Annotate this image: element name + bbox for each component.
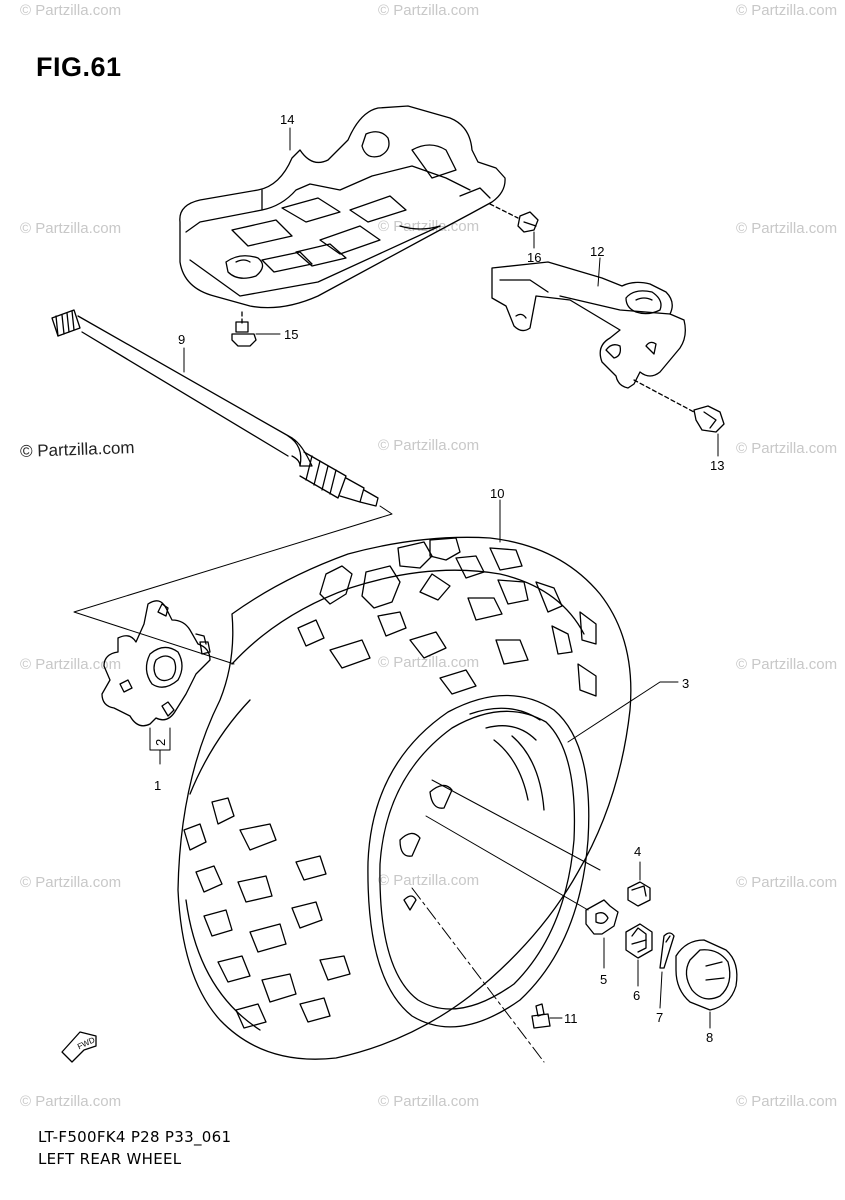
callout-12: 12 bbox=[590, 244, 604, 259]
callout-bracket-1-2 bbox=[149, 727, 171, 765]
watermark: © Partzilla.com bbox=[736, 1093, 838, 1110]
callout-14: 14 bbox=[280, 112, 294, 127]
bolt-13-part bbox=[633, 379, 725, 433]
watermark: © Partzilla.com bbox=[736, 656, 838, 673]
skid-plate-part bbox=[179, 105, 506, 309]
fwd-arrow-icon: FWD bbox=[61, 1031, 97, 1063]
bolt-15-part bbox=[231, 311, 257, 347]
guide-lines bbox=[73, 505, 601, 1063]
callout-6: 6 bbox=[633, 988, 640, 1003]
watermark: © Partzilla.com bbox=[378, 1093, 480, 1110]
rim-part bbox=[367, 694, 590, 1028]
callout-4: 4 bbox=[634, 844, 641, 859]
watermark: © Partzilla.com bbox=[736, 874, 838, 891]
watermark: © Partzilla.com bbox=[378, 872, 480, 889]
watermark: © Partzilla.com bbox=[378, 654, 480, 671]
callout-2: 2 bbox=[153, 739, 168, 746]
callout-10: 10 bbox=[490, 486, 504, 501]
watermark: © Partzilla.com bbox=[736, 440, 838, 457]
watermark: © Partzilla.com bbox=[20, 1093, 122, 1110]
watermark: © Partzilla.com bbox=[736, 2, 838, 19]
watermark: © Partzilla.com bbox=[736, 220, 838, 237]
leader-lines bbox=[183, 127, 719, 1029]
callout-9: 9 bbox=[178, 332, 185, 347]
watermark: © Partzilla.com bbox=[20, 220, 122, 237]
hub-cap-8-part bbox=[675, 939, 738, 1011]
callout-16: 16 bbox=[527, 250, 541, 265]
callout-8: 8 bbox=[706, 1030, 713, 1045]
nut-4-part bbox=[627, 881, 651, 907]
callout-3: 3 bbox=[682, 676, 689, 691]
bracket-12-part bbox=[491, 261, 686, 389]
valve-11-part bbox=[531, 1003, 551, 1029]
washer-5-part bbox=[585, 899, 619, 935]
callout-5: 5 bbox=[600, 972, 607, 987]
watermark: © Partzilla.com bbox=[20, 2, 122, 19]
callout-1: 1 bbox=[154, 778, 161, 793]
callout-7: 7 bbox=[656, 1010, 663, 1025]
callout-labels: 1 2 3 4 5 6 7 8 9 10 11 12 13 14 15 16 bbox=[153, 112, 724, 1045]
callout-11: 11 bbox=[564, 1011, 578, 1026]
diagram-code: LT-F500FK4 P28 P33_061 bbox=[38, 1128, 232, 1146]
diagram-name: LEFT REAR WHEEL bbox=[38, 1150, 182, 1168]
watermark: © Partzilla.com bbox=[20, 874, 122, 891]
castle-nut-6-part bbox=[625, 923, 653, 959]
callout-13: 13 bbox=[710, 458, 724, 473]
cotter-pin-7-part bbox=[659, 932, 675, 969]
figure-title: FIG.61 bbox=[36, 52, 122, 82]
watermark: © Partzilla.com bbox=[20, 656, 122, 673]
tire-part bbox=[177, 536, 632, 1060]
axle-shaft-part bbox=[51, 309, 379, 507]
hub-part bbox=[101, 600, 211, 727]
bolt-16-part bbox=[489, 203, 539, 233]
watermark: © Partzilla.com bbox=[378, 437, 480, 454]
callout-15: 15 bbox=[284, 327, 298, 342]
watermark: © Partzilla.com bbox=[378, 2, 480, 19]
